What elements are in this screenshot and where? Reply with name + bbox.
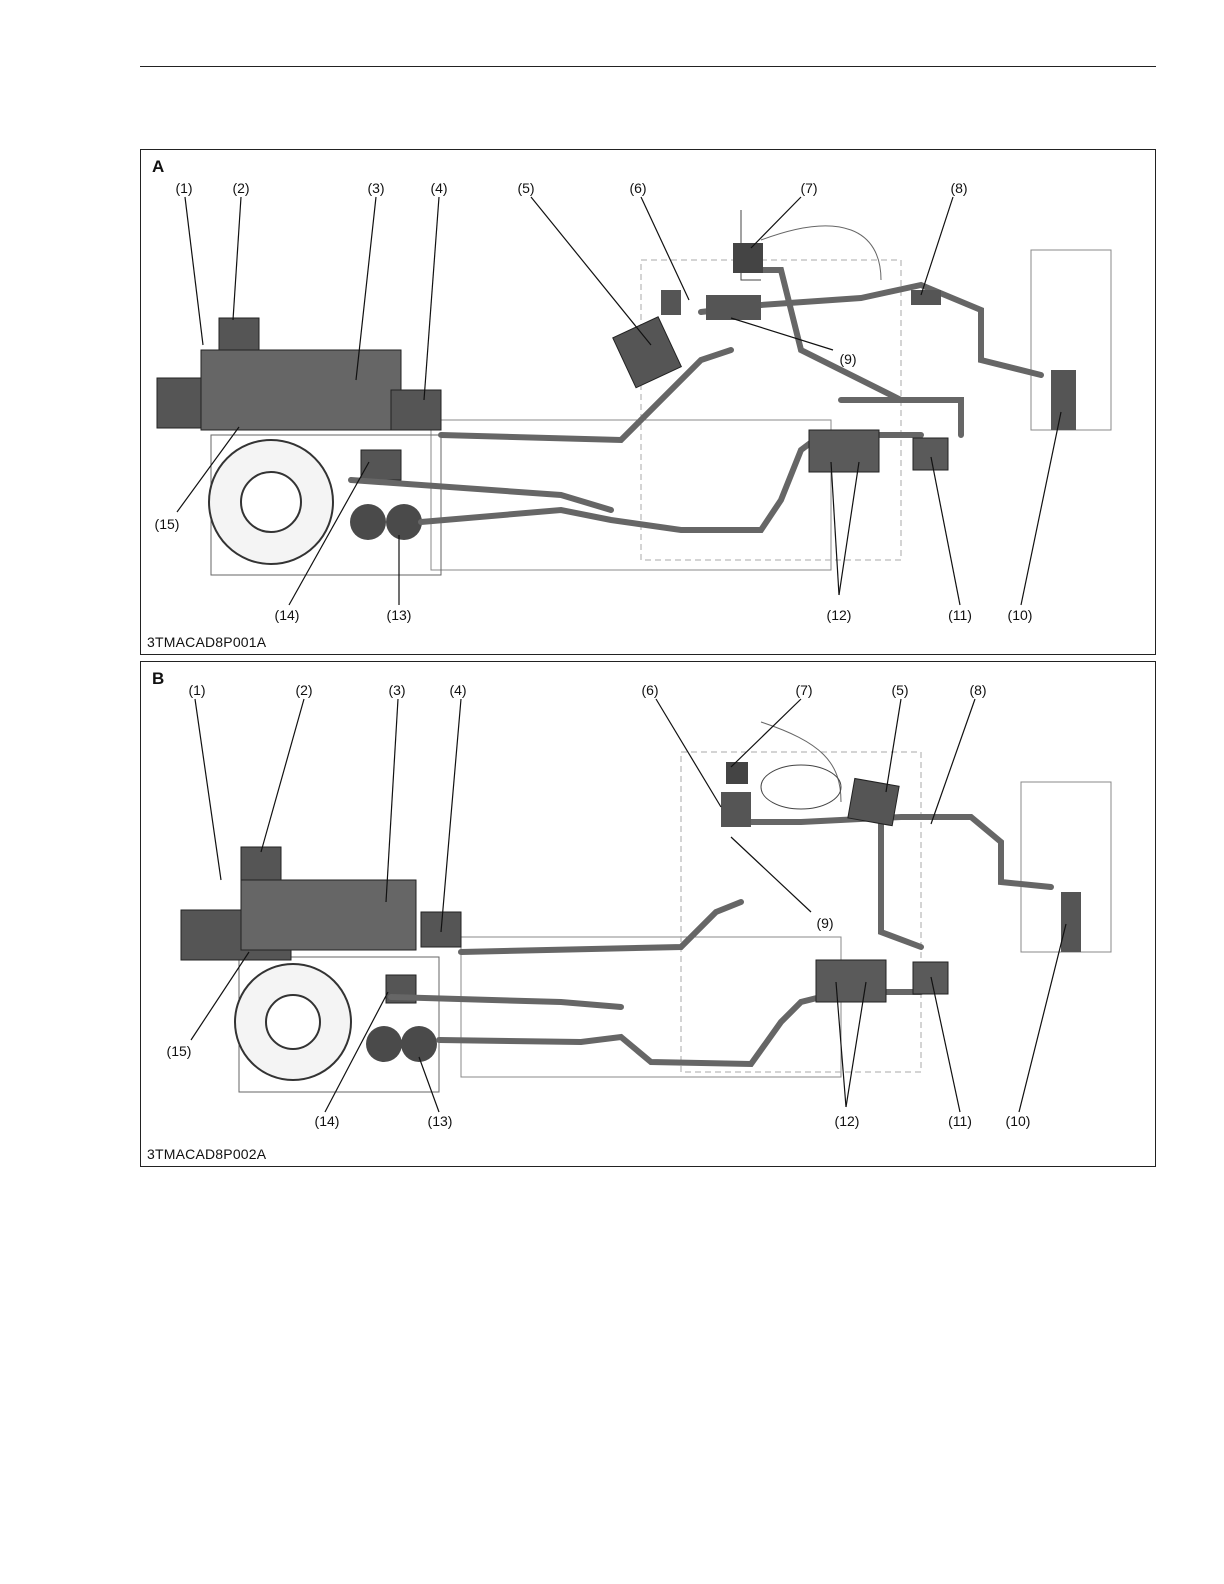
callout-13: (13) — [428, 1113, 453, 1129]
callout-8: (8) — [969, 682, 986, 698]
callout-4: (4) — [449, 682, 466, 698]
figure-code: 3TMACAD8P002A — [147, 1146, 266, 1162]
callout-13: (13) — [387, 607, 412, 623]
callout-9: (9) — [839, 351, 856, 367]
hydraulic-diagram-a — [141, 150, 1155, 654]
callout-10: (10) — [1006, 1113, 1031, 1129]
header-rule — [140, 66, 1156, 67]
callout-2: (2) — [295, 682, 312, 698]
callout-10: (10) — [1008, 607, 1033, 623]
callout-14: (14) — [315, 1113, 340, 1129]
hydraulic-diagram-b — [141, 662, 1155, 1166]
callout-7: (7) — [800, 180, 817, 196]
callout-7: (7) — [795, 682, 812, 698]
figure-panel-a: A (1) (2) (3) (4) (5) (6) (7) (8) (9) (1… — [140, 149, 1156, 655]
callout-2: (2) — [232, 180, 249, 196]
callout-11: (11) — [948, 1113, 972, 1129]
callout-5: (5) — [517, 180, 534, 196]
panel-label: A — [152, 157, 164, 177]
callout-12: (12) — [827, 607, 852, 623]
callout-12: (12) — [835, 1113, 860, 1129]
callout-11: (11) — [948, 607, 972, 623]
callout-15: (15) — [167, 1043, 192, 1059]
callout-4: (4) — [430, 180, 447, 196]
callout-3: (3) — [388, 682, 405, 698]
callout-15: (15) — [155, 516, 180, 532]
callout-3: (3) — [367, 180, 384, 196]
callout-5: (5) — [891, 682, 908, 698]
callout-1: (1) — [175, 180, 192, 196]
figure-panel-b: B (1) (2) (3) (4) (5) (6) (7) (8) (9) (1… — [140, 661, 1156, 1167]
callout-6: (6) — [641, 682, 658, 698]
callout-14: (14) — [275, 607, 300, 623]
figure-code: 3TMACAD8P001A — [147, 634, 266, 650]
callout-6: (6) — [629, 180, 646, 196]
callout-9: (9) — [816, 915, 833, 931]
callout-8: (8) — [950, 180, 967, 196]
panel-label: B — [152, 669, 164, 689]
callout-1: (1) — [188, 682, 205, 698]
